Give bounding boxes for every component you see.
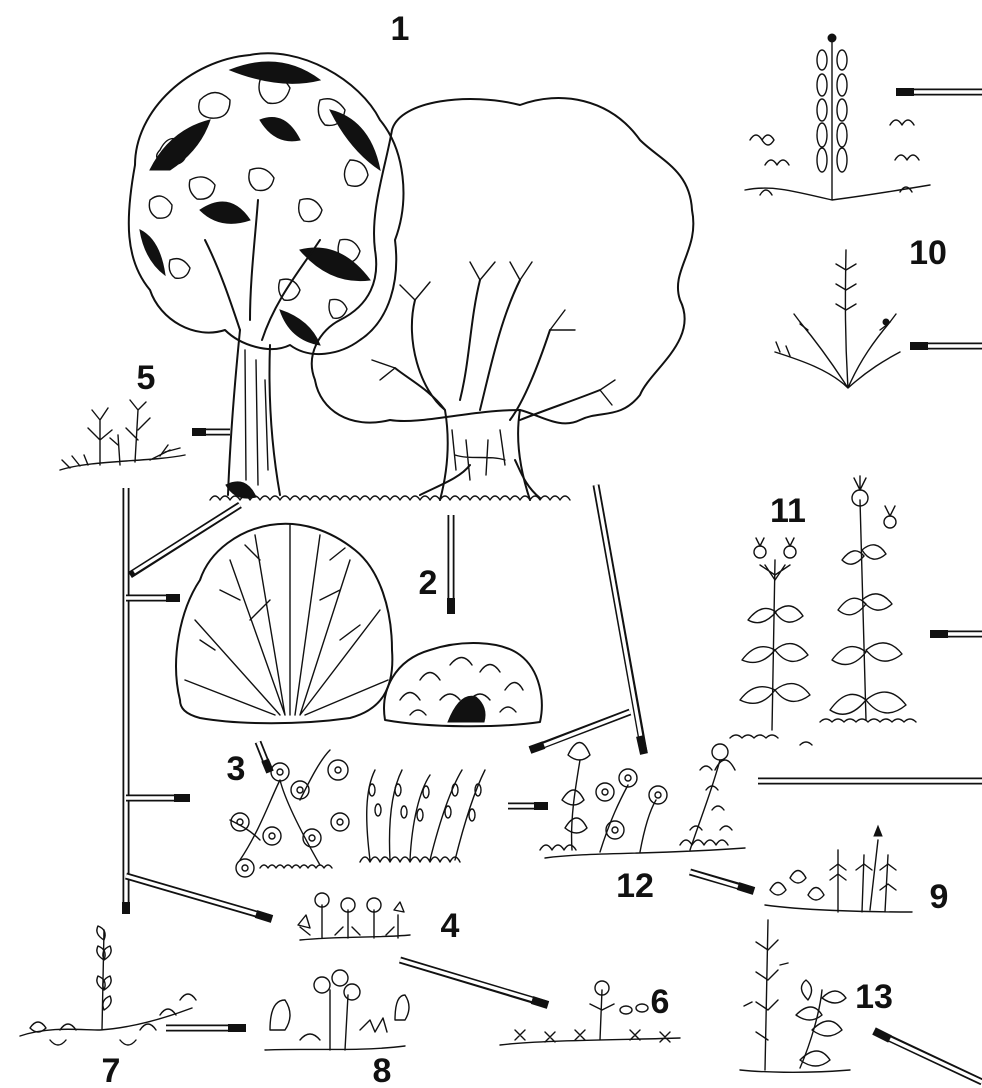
connector-3-tick — [258, 742, 270, 772]
plant-3-grass-herb — [360, 770, 485, 862]
plant-3-flowering-herb — [230, 750, 349, 877]
connector-12-to-9 — [690, 872, 754, 891]
plant-4-rosette-herbs — [298, 893, 410, 940]
label-12: 12 — [616, 867, 654, 905]
label-5: 5 — [137, 359, 156, 397]
label-8: 8 — [373, 1052, 392, 1088]
plant-9-herbs — [765, 826, 912, 912]
shrub-large — [176, 524, 392, 724]
label-4: 4 — [441, 907, 460, 945]
label-6: 6 — [651, 983, 670, 1021]
label-13: 13 — [855, 978, 893, 1016]
plant-12-climbing-herbs — [540, 743, 745, 859]
connector-to-4 — [126, 876, 272, 919]
plant-5-dwarf-shrub — [60, 400, 185, 470]
plant-11-tall-herbs — [730, 476, 916, 745]
plant-10-upper — [745, 34, 930, 200]
plant-10-lower — [775, 250, 900, 388]
label-7: 7 — [102, 1052, 121, 1088]
plant-8-herbs — [265, 970, 409, 1050]
plant-13-herbs — [740, 920, 850, 1072]
connector-12-to-2 — [530, 712, 630, 750]
connector-13-out — [874, 1031, 982, 1082]
label-11: 11 — [770, 492, 806, 530]
connector-1-to-trunk — [130, 505, 240, 575]
label-3: 3 — [227, 750, 246, 788]
connector-4-to-6 — [400, 960, 548, 1005]
label-2: 2 — [419, 564, 438, 602]
label-10: 10 — [909, 234, 947, 272]
label-9: 9 — [930, 878, 949, 916]
shrub-small-cushion — [384, 643, 542, 726]
label-1: 1 — [391, 10, 410, 48]
